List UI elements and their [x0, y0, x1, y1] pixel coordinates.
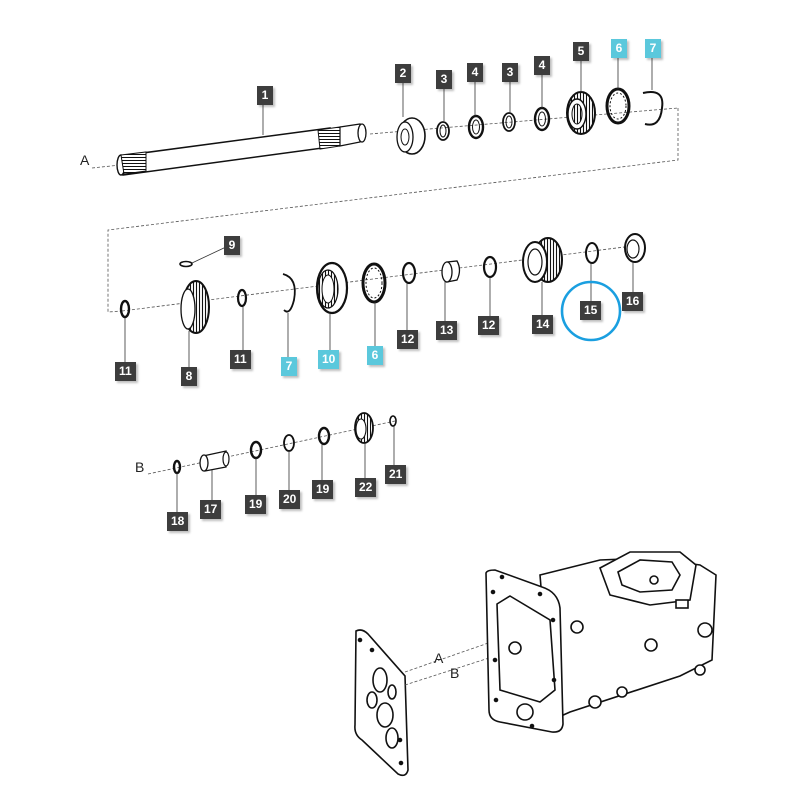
callout-12[interactable]: 12: [478, 316, 500, 335]
pin-shaft-part: [199, 450, 230, 472]
callout-3[interactable]: 3: [502, 63, 518, 82]
callout-7[interactable]: 7: [645, 39, 661, 58]
leader-lines-row-3: [176, 426, 395, 512]
callout-3[interactable]: 3: [436, 70, 452, 89]
circlip-part: [282, 273, 296, 313]
end-plate: [354, 629, 409, 777]
row-3-axis: [147, 420, 396, 475]
bearing-ring-part: [482, 255, 498, 279]
main-shaft-part: [116, 123, 367, 176]
bearing-ring-part: [317, 426, 331, 446]
callout-22[interactable]: 22: [355, 478, 377, 497]
gear-part: [354, 412, 374, 444]
callout-18[interactable]: 18: [167, 512, 189, 531]
callout-20[interactable]: 20: [279, 490, 301, 509]
bearing-part: [624, 233, 646, 263]
double-gear-part: [522, 237, 563, 283]
snap-ring-part: [389, 415, 397, 427]
callout-21[interactable]: 21: [385, 465, 407, 484]
small-washer-part: [179, 260, 193, 268]
gearbox-housing: [485, 551, 717, 733]
callout-2[interactable]: 2: [395, 64, 411, 83]
ring-part: [502, 112, 516, 132]
callout-11[interactable]: 11: [115, 362, 136, 381]
callout-19[interactable]: 19: [312, 480, 334, 499]
callout-15[interactable]: 15: [580, 301, 602, 320]
callout-16[interactable]: 16: [622, 292, 644, 311]
callout-8[interactable]: 8: [181, 367, 197, 386]
callout-14[interactable]: 14: [532, 315, 554, 334]
callout-19[interactable]: 19: [245, 495, 267, 514]
reference-letter-b: B: [450, 665, 460, 681]
callout-7[interactable]: 7: [281, 357, 297, 376]
callout-4[interactable]: 4: [534, 56, 550, 75]
callout-10[interactable]: 10: [318, 350, 340, 369]
snap-ring-part: [236, 288, 248, 308]
bearing-ring-part: [401, 261, 417, 285]
bearing-part: [396, 117, 426, 155]
highlight-circle: [560, 280, 622, 342]
callout-17[interactable]: 17: [200, 500, 222, 519]
reference-letter-b: B: [135, 459, 145, 475]
callout-4[interactable]: 4: [467, 63, 483, 82]
callout-11[interactable]: 11: [230, 350, 251, 369]
reference-letter-a: A: [434, 650, 444, 666]
reference-letter-a: A: [80, 152, 90, 168]
circlip-part: [642, 91, 664, 126]
seal-ring-part: [467, 114, 485, 140]
callout-13[interactable]: 13: [436, 321, 458, 340]
leader-lines-row-1: [262, 58, 653, 135]
synchro-hub-part: [315, 261, 349, 315]
callout-12[interactable]: 12: [397, 330, 419, 349]
ring-part: [436, 121, 450, 141]
callout-5[interactable]: 5: [573, 42, 589, 61]
synchro-ring-part: [605, 87, 631, 125]
ring-part: [585, 242, 599, 264]
gear-part: [180, 280, 210, 334]
gear-part: [566, 91, 596, 135]
callout-6[interactable]: 6: [367, 346, 383, 365]
snap-ring-part: [119, 299, 131, 319]
callout-1[interactable]: 1: [257, 86, 273, 105]
spacer-bushing-part: [441, 260, 461, 283]
synchro-ring-part: [361, 262, 387, 304]
washer-part: [172, 459, 182, 475]
callout-9[interactable]: 9: [224, 236, 240, 255]
callout-6[interactable]: 6: [611, 39, 627, 58]
bearing-ring-part: [249, 440, 263, 460]
